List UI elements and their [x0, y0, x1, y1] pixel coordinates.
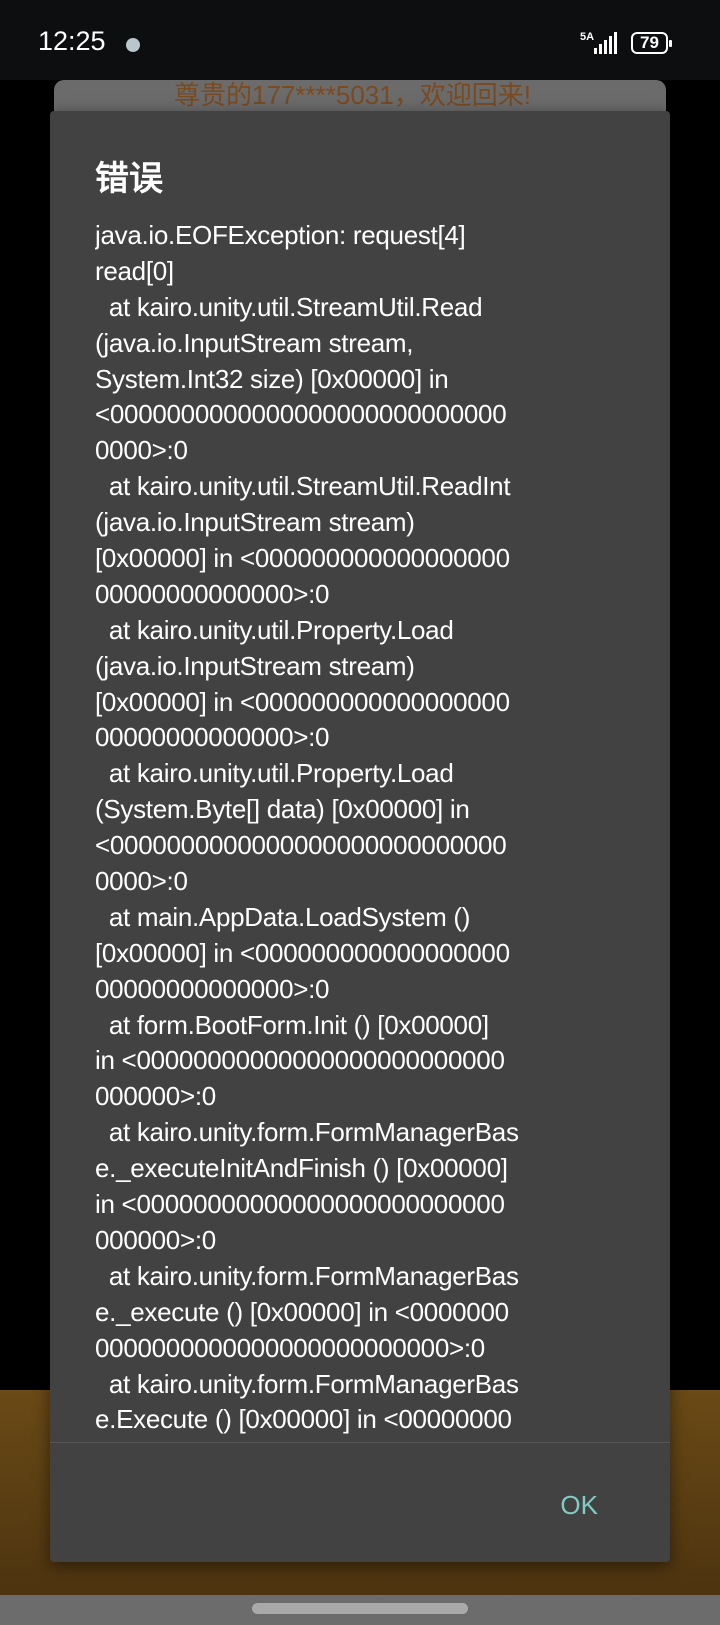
message-line: (java.io.InputStream stream) [95, 507, 415, 538]
message-line: e._executeInitAndFinish () [0x00000] [95, 1153, 508, 1184]
message-line: 00000000000000>:0 [95, 722, 330, 753]
message-line: (System.Byte[] data) [0x00000] in [95, 794, 470, 825]
message-line: in <00000000000000000000000000 [95, 1189, 505, 1220]
dialog-title: 错误 [95, 160, 163, 198]
message-line: 00000000000000>:0 [95, 973, 330, 1004]
message-line: read[0] [95, 255, 174, 286]
message-line: e.Execute () [0x00000] in <00000000 [95, 1404, 512, 1435]
notification-icon [126, 38, 140, 52]
message-line: at kairo.unity.util.Property.Load [95, 614, 454, 645]
message-line: e._execute () [0x00000] in <0000000 [95, 1296, 509, 1327]
clock: 12:25 [38, 26, 106, 56]
message-line: (java.io.InputStream stream, [95, 327, 414, 358]
message-line: at form.BootForm.Init () [0x00000] [95, 1009, 489, 1040]
ok-button[interactable]: OK [560, 1490, 598, 1520]
error-dialog: 错误 java.io.EOFException: request[4] read[… [50, 111, 670, 1562]
message-line: 0000000000000000000000000>:0 [95, 1332, 485, 1363]
message-line: [0x00000] in <000000000000000000 [95, 543, 510, 574]
message-line: in <00000000000000000000000000 [95, 1045, 505, 1076]
battery-icon: 79 [631, 32, 672, 54]
message-line: 000000>:0 [95, 1224, 216, 1255]
message-line: at kairo.unity.form.FormManagerBas [95, 1368, 519, 1399]
message-line: at kairo.unity.form.FormManagerBas [95, 1260, 519, 1291]
message-line: 0000>:0 [95, 866, 188, 897]
divider [50, 1442, 670, 1443]
message-line: [0x00000] in <000000000000000000 [95, 937, 510, 968]
status-bar: 12:25 5A 79 [0, 0, 720, 80]
message-line: <0000000000000000000000000000 [95, 830, 507, 861]
message-line: System.Int32 size) [0x00000] in [95, 363, 449, 394]
message-line: 0000>:0 [95, 435, 188, 466]
message-line: [0x00000] in <000000000000000000 [95, 686, 510, 717]
message-line: <0000000000000000000000000000 [95, 399, 507, 430]
message-line: at kairo.unity.util.StreamUtil.ReadInt [95, 471, 511, 502]
message-line: 00000000000000>:0 [95, 578, 330, 609]
message-line: 000000>:0 [95, 1081, 216, 1112]
message-line: at main.AppData.LoadSystem () [95, 901, 471, 932]
message-line: at kairo.unity.util.Property.Load [95, 758, 454, 789]
message-line: (java.io.InputStream stream) [95, 650, 415, 681]
error-message[interactable]: java.io.EOFException: request[4]read[0] … [95, 218, 655, 1548]
home-indicator[interactable] [252, 1603, 468, 1614]
signal-icon [594, 32, 617, 54]
network-type: 5A [580, 31, 595, 43]
message-line: at kairo.unity.form.FormManagerBas [95, 1117, 519, 1148]
banner-text: 尊贵的177****5031，欢迎回来! [174, 80, 531, 110]
message-line: at kairo.unity.util.StreamUtil.Read [95, 291, 483, 322]
message-line: java.io.EOFException: request[4] [95, 220, 466, 250]
